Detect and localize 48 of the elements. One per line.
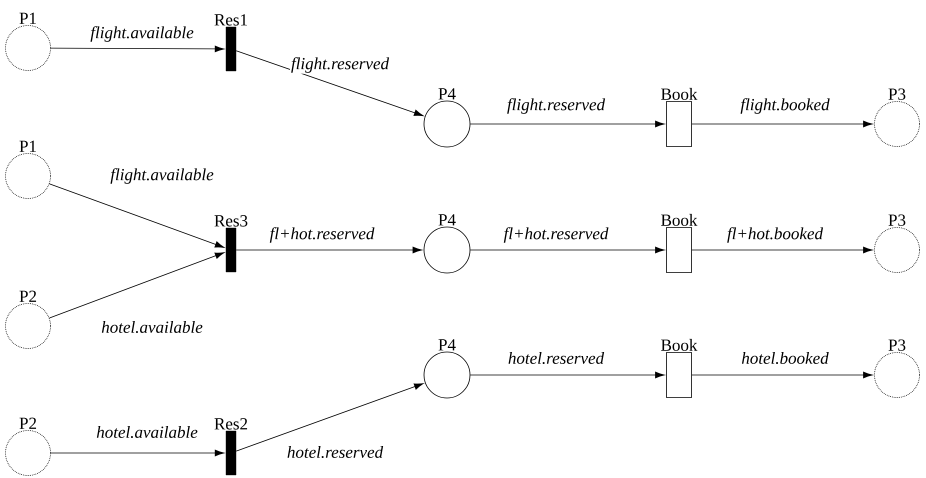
node-label: P1 bbox=[20, 140, 36, 152]
node-label: P2 bbox=[20, 418, 36, 429]
edge-label: fl+hot.reserved bbox=[268, 226, 376, 244]
arrow bbox=[692, 120, 873, 128]
edge-label: hotel.available bbox=[95, 424, 199, 439]
node-label: Res3 bbox=[214, 215, 248, 227]
arrow bbox=[692, 246, 873, 254]
edge-label: hotel.available bbox=[100, 320, 204, 334]
arrow bbox=[470, 372, 665, 378]
transition-box: Book bbox=[661, 214, 698, 273]
node-label: Book bbox=[661, 338, 698, 351]
node-label: P3 bbox=[888, 214, 906, 226]
node-label: P2 bbox=[20, 290, 36, 302]
edge-label: hotel.reserved bbox=[506, 350, 606, 365]
transition-bar: Res1 bbox=[214, 14, 247, 72]
node-label: Res1 bbox=[214, 14, 247, 26]
node-label: P1 bbox=[20, 12, 36, 24]
node-label: P4 bbox=[438, 214, 456, 226]
arrow bbox=[692, 372, 873, 378]
transition-bar: Res3 bbox=[214, 215, 248, 272]
arrow bbox=[236, 246, 422, 254]
arrow bbox=[50, 46, 224, 52]
transition-box: Book bbox=[661, 338, 698, 398]
node-label: Res2 bbox=[214, 418, 248, 430]
arrow bbox=[49, 252, 224, 318]
node-label: P4 bbox=[438, 88, 456, 100]
arrow bbox=[470, 120, 665, 128]
node-label: P3 bbox=[888, 339, 906, 351]
arrow bbox=[236, 50, 424, 116]
edge-label: hotel.booked bbox=[740, 350, 830, 365]
node-label: Book bbox=[661, 88, 698, 100]
arrow bbox=[50, 450, 224, 456]
edge-label: flight.available bbox=[89, 25, 195, 43]
edge-label: flight.booked bbox=[739, 97, 831, 115]
node-label: Book bbox=[661, 214, 698, 226]
edge-label: flight.available bbox=[109, 167, 215, 185]
transition-box: Book bbox=[661, 88, 698, 147]
edge-label: hotel.reserved bbox=[286, 444, 384, 459]
edge-label: flight.reserved bbox=[506, 97, 606, 115]
edge-label: fl+hot.booked bbox=[726, 226, 824, 244]
arrow bbox=[236, 383, 424, 452]
node-label: P4 bbox=[438, 339, 456, 350]
edge-label: flight.reserved bbox=[290, 56, 390, 74]
transition-bar: Res2 bbox=[214, 418, 248, 476]
arrow bbox=[470, 246, 665, 254]
node-label: P3 bbox=[888, 88, 906, 100]
arrow bbox=[49, 183, 224, 248]
edge-label: fl+hot.reserved bbox=[502, 226, 610, 244]
